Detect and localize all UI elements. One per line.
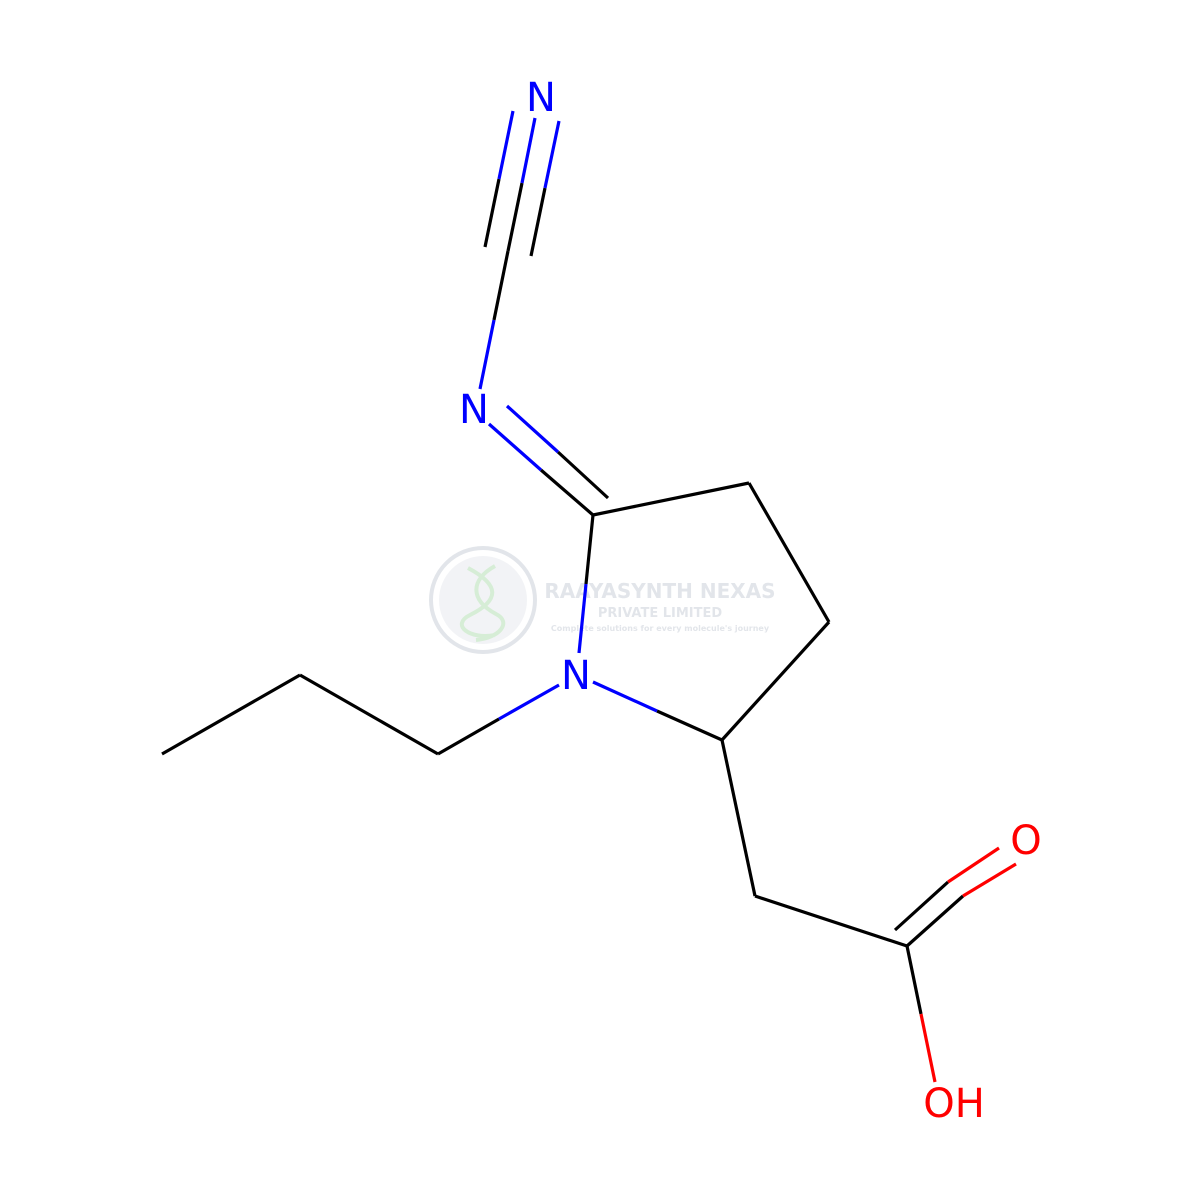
- bond-nitrile-left-n: [497, 110, 515, 180]
- bond-carbonyl-c-part: [905, 894, 965, 948]
- bond-ring-c2-c3: [592, 481, 750, 517]
- bond-c-oh-o-part: [919, 1013, 937, 1083]
- bond-propyl-c1-n-n-part: [498, 683, 560, 721]
- bond-propyl-c2-c1: [299, 673, 439, 756]
- bond-imine-second-n-part: [505, 404, 560, 454]
- atom-ring-nitrogen: N: [561, 653, 591, 699]
- watermark-subtitle: PRIVATE LIMITED: [598, 606, 723, 621]
- bond-imine-n-part: [487, 422, 543, 472]
- bond-ring-n-c2-c-part: [584, 514, 595, 585]
- bond-ring-c4-c5: [720, 620, 831, 742]
- bond-propyl-c3-c2: [161, 673, 301, 756]
- bond-propyl-c1-n: [437, 717, 500, 756]
- dna-helix-icon: [460, 564, 506, 642]
- bond-imine-second-c-part: [556, 450, 610, 500]
- bond-nitrile-center-c: [506, 182, 524, 252]
- bond-ch2-cooh: [754, 894, 908, 948]
- bond-nitrile-right-c: [529, 187, 547, 257]
- bond-ring-c5-n-n-part: [592, 680, 658, 713]
- atom-hydroxyl-oxygen: OH: [923, 1081, 985, 1127]
- watermark-logo-ring: [429, 546, 537, 654]
- atom-nitrile-nitrogen: N: [526, 75, 556, 121]
- bond-carbonyl-second-c-part: [893, 880, 950, 932]
- bond-imine-c-part: [539, 468, 595, 517]
- atom-imine-nitrogen: N: [459, 387, 489, 433]
- bond-nitrile-right-n: [543, 120, 561, 189]
- watermark-logo-inner: [439, 556, 527, 644]
- bond-carbonyl-o-part: [962, 862, 1017, 898]
- bond-n-cn-n-part: [478, 319, 496, 390]
- bond-ring-n-c2: [577, 583, 588, 654]
- bond-nitrile-left-c: [483, 178, 501, 248]
- bond-nitrile-center-n: [520, 117, 537, 184]
- atom-carbonyl-oxygen: O: [1010, 818, 1041, 864]
- bond-carbonyl-second-o-part: [947, 846, 1000, 884]
- bond-ring-c5-n: [656, 709, 723, 742]
- bond-c5-ch2: [720, 739, 757, 897]
- bond-n-cn-c-part: [492, 250, 510, 321]
- bond-c-oh-c-part: [905, 945, 923, 1015]
- watermark: RAAYASYNTH NEXAS PRIVATE LIMITED Complet…: [429, 546, 776, 654]
- watermark-tagline: Complete solutions for every molecule's …: [551, 624, 770, 633]
- bond-ring-c3-c4: [747, 482, 831, 623]
- watermark-company: RAAYASYNTH NEXAS: [544, 579, 775, 603]
